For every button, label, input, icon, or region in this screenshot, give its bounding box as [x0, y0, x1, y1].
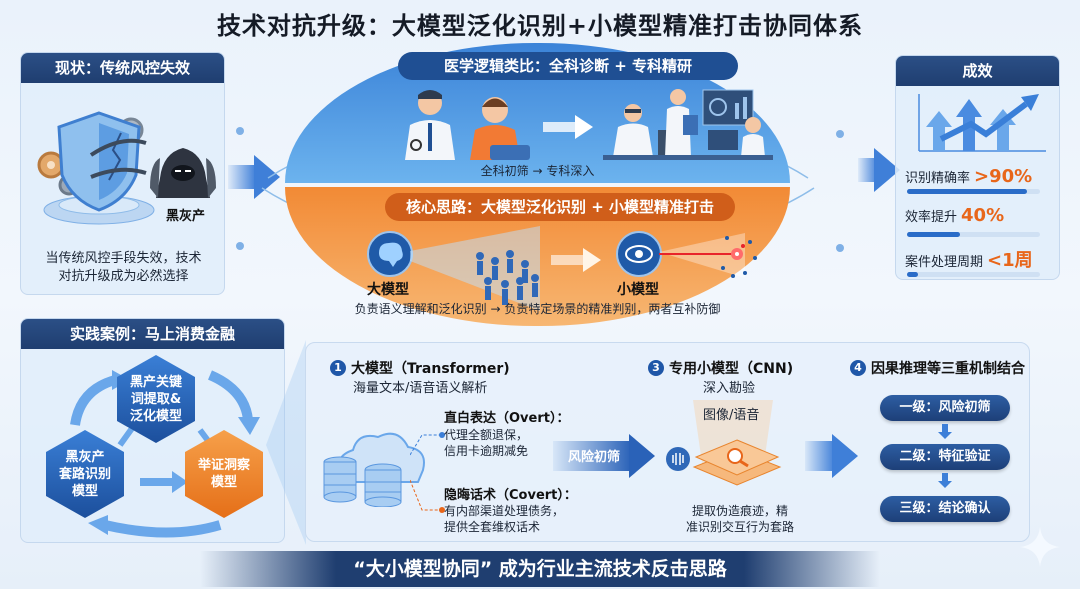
level-3: 三级：结论确认: [880, 496, 1010, 522]
brain-icon: [367, 231, 413, 277]
risk-screen-label: 风险初筛: [568, 450, 621, 465]
risk-screen-arrow: [553, 441, 631, 471]
status-panel: 现状：传统风控失效 黑灰产 当传统风控手段失效，技术 对抗升级成为必然选择: [20, 52, 225, 295]
big-model-label: 大模型: [367, 282, 409, 298]
step3-description: 提取伪造痕迹，精准识别交互行为套路: [685, 504, 794, 534]
to-step4-arrow: [805, 441, 835, 471]
medical-analogy-caption: 全科初筛 → 专科深入: [480, 164, 595, 178]
results-panel: 成效: [895, 55, 1060, 280]
specialist-lab-icon: [603, 89, 773, 160]
metric-accuracy-bar: [907, 189, 1040, 194]
audio-wave-icon: [666, 447, 690, 471]
small-model-label: 小模型: [617, 282, 659, 298]
hooded-hacker-icon: [150, 148, 216, 198]
core-idea-caption: 负责语义理解和泛化识别 → 负责特定场景的精准判别，两者互补防御: [354, 302, 721, 316]
cloud-database-icon: [323, 432, 425, 507]
to-step4-arrow-head: [832, 434, 858, 478]
center-diagram: 医学逻辑类比：全科诊断 + 专科精研 全科初筛 → 专科深入 核心思路：大模型泛…: [285, 43, 790, 326]
risk-screen-arrow-head: [629, 434, 655, 478]
overt-title: 直白表达（Overt）：: [444, 411, 570, 426]
sparkle-icon: [1020, 527, 1060, 567]
doctor-patient-icon: [405, 90, 530, 160]
case-panel-header: 实践案例：马上消费金融: [21, 319, 284, 349]
results-panel-header: 成效: [896, 56, 1059, 86]
page-title: 技术对抗升级：大模型泛化识别+小模型精准打击协同体系: [216, 12, 864, 40]
medical-analogy-header: 医学逻辑类比：全科诊断 + 专科精研: [398, 52, 738, 80]
zoom-connector: [266, 340, 306, 545]
status-description: 当传统风控手段失效，技术 对抗升级成为必然选择: [45, 251, 202, 284]
broken-shield-icon: [37, 111, 155, 225]
covert-title: 隐晦话术（Covert）：: [444, 488, 577, 503]
overt-examples: 代理全额退保，信用卡逾期减免: [444, 428, 529, 458]
level-arrow-1: [938, 424, 952, 439]
core-idea-header: 核心思路：大模型泛化识别 + 小模型精准打击: [385, 193, 735, 221]
level-arrow-2: [938, 473, 952, 488]
metric-cycle-bar: [907, 272, 1040, 277]
growth-chart-icon: [918, 94, 1046, 152]
arrow-right-icon: [551, 248, 601, 272]
arrow-right-icon: [543, 115, 593, 139]
level-2: 二级：特征验证: [880, 444, 1010, 470]
level-1: 一级：风险初筛: [880, 395, 1010, 421]
covert-examples: 有内部渠道处理债务，提供全套维权话术: [444, 504, 565, 534]
magnifier-chip-icon: [692, 439, 782, 486]
step3-subtitle: 深入勘验: [703, 381, 756, 396]
flow-arrow-left: [228, 165, 256, 189]
step1-subtitle: 海量文本/语音语义解析: [353, 381, 488, 396]
metric-cycle: 案件处理周期<1周: [905, 250, 1033, 271]
status-panel-header: 现状：传统风控失效: [21, 53, 224, 83]
flow-arrow-right: [858, 158, 878, 182]
footer-banner: “大小模型协同” 成为行业主流技术反击思路: [200, 551, 880, 587]
cycle-arrows-icon: [70, 370, 260, 538]
black-gray-industry-label: 黑灰产: [166, 209, 206, 224]
crowd-beam-icon: [410, 226, 540, 311]
metric-efficiency-bar: [907, 232, 1040, 237]
media-label: 图像/语音: [703, 408, 760, 423]
metric-accuracy: 识别精确率>90%: [905, 166, 1033, 187]
eye-target-icon: [616, 231, 757, 278]
connector-lines: [410, 432, 445, 513]
